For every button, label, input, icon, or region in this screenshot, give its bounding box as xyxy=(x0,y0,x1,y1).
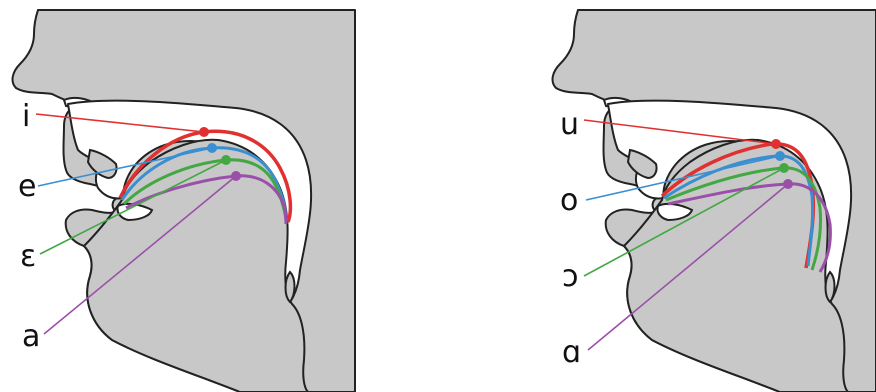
panel-front-vowels: i e ɛ a xyxy=(13,10,355,392)
point-marker-open-o xyxy=(779,163,789,173)
vowel-label-open-o: ɔ xyxy=(562,259,578,294)
vowel-label-u: u xyxy=(560,107,579,142)
panel-back-vowels: u o ɔ ɑ xyxy=(553,10,876,392)
vowel-label-eps: ɛ xyxy=(20,239,36,274)
point-marker-a xyxy=(231,171,241,181)
point-marker-script-a xyxy=(783,179,793,189)
point-marker-e xyxy=(207,143,217,153)
vowel-label-e: e xyxy=(18,169,36,204)
vowel-label-i: i xyxy=(22,99,30,134)
point-marker-u xyxy=(771,139,781,149)
point-marker-o xyxy=(775,151,785,161)
vowel-label-o: o xyxy=(560,183,578,218)
point-marker-i xyxy=(199,127,209,137)
point-marker-eps xyxy=(221,155,231,165)
vowel-label-a: a xyxy=(22,319,40,354)
uvula xyxy=(826,272,835,302)
uvula xyxy=(286,272,295,302)
vowel-label-script-a: ɑ xyxy=(562,335,581,370)
